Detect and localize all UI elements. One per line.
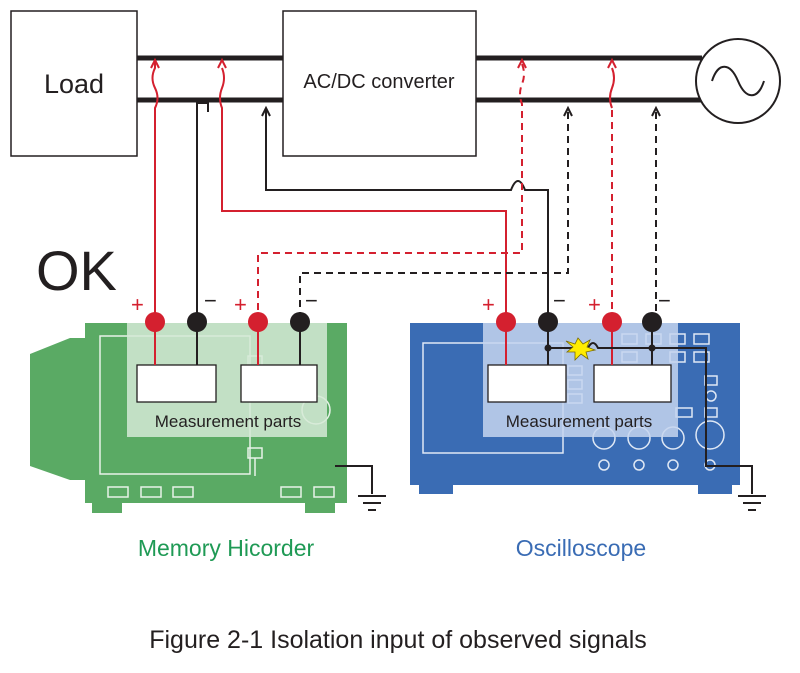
scope-ch2-plus-wire (607, 57, 617, 109)
scope-ch1-module (487, 364, 567, 403)
scope-ch1-plus-arrow (517, 57, 527, 69)
converter-box (282, 10, 477, 157)
hicorder-ch2-minus-sign: − (305, 288, 318, 313)
hicorder-ch2-minus-terminal[interactable] (290, 312, 310, 332)
hicorder-ch1-minus-wire (196, 102, 209, 320)
hicorder-ch2-module (240, 364, 318, 403)
converter-label: AC/DC converter (303, 71, 454, 93)
memory-hicorder-label: Memory Hicorder (138, 535, 315, 561)
scope-ch1-minus-terminal[interactable] (538, 312, 558, 332)
memory-hicorder-device: Measurement parts (30, 323, 386, 513)
ok-label: OK (36, 239, 117, 302)
ac-source-icon (695, 38, 781, 124)
load-label: Load (44, 69, 104, 99)
scope-ch2-minus-sign: − (658, 288, 671, 313)
hicorder-ch1-plus-wire (150, 57, 160, 320)
hicorder-ch1-plus-terminal[interactable] (145, 312, 165, 332)
scope-ch1-plus-sign: + (482, 292, 495, 317)
oscilloscope-label: Oscilloscope (516, 535, 646, 561)
scope-ch1-minus-arrow (563, 105, 573, 117)
hicorder-ch1-plus-sign: + (131, 292, 144, 317)
spark-icon (565, 337, 597, 361)
scope-ch2-module (593, 364, 672, 403)
hicorder-ch2-minus-wire (261, 105, 549, 320)
scope-ch1-plus-terminal[interactable] (496, 312, 516, 332)
scope-ch2-minus-arrow (651, 105, 661, 117)
scope-ch1-plus-dashed-wire (257, 63, 525, 320)
hicorder-ch1-module (136, 364, 217, 403)
hicorder-ch2-plus-wire (217, 57, 507, 320)
oscilloscope-device: Measurement parts (410, 323, 766, 511)
figure-caption: Figure 2-1 Isolation input of observed s… (149, 626, 647, 654)
hicorder-ch2-plus-sign: + (234, 292, 247, 317)
scope-ch1-minus-dashed-wire (299, 112, 569, 320)
scope-ch2-minus-terminal[interactable] (642, 312, 662, 332)
scope-ch1-minus-sign: − (553, 288, 566, 313)
power-lines (137, 55, 702, 103)
scope-ch2-plus-sign: + (588, 292, 601, 317)
load-box (10, 10, 138, 157)
hicorder-ch1-minus-terminal[interactable] (187, 312, 207, 332)
hicorder-measurement-parts-label: Measurement parts (155, 412, 301, 431)
hicorder-ch1-minus-sign: − (204, 288, 217, 313)
hicorder-ch2-plus-terminal[interactable] (248, 312, 268, 332)
scope-ch2-plus-terminal[interactable] (602, 312, 622, 332)
scope-measurement-parts-label: Measurement parts (506, 412, 652, 431)
